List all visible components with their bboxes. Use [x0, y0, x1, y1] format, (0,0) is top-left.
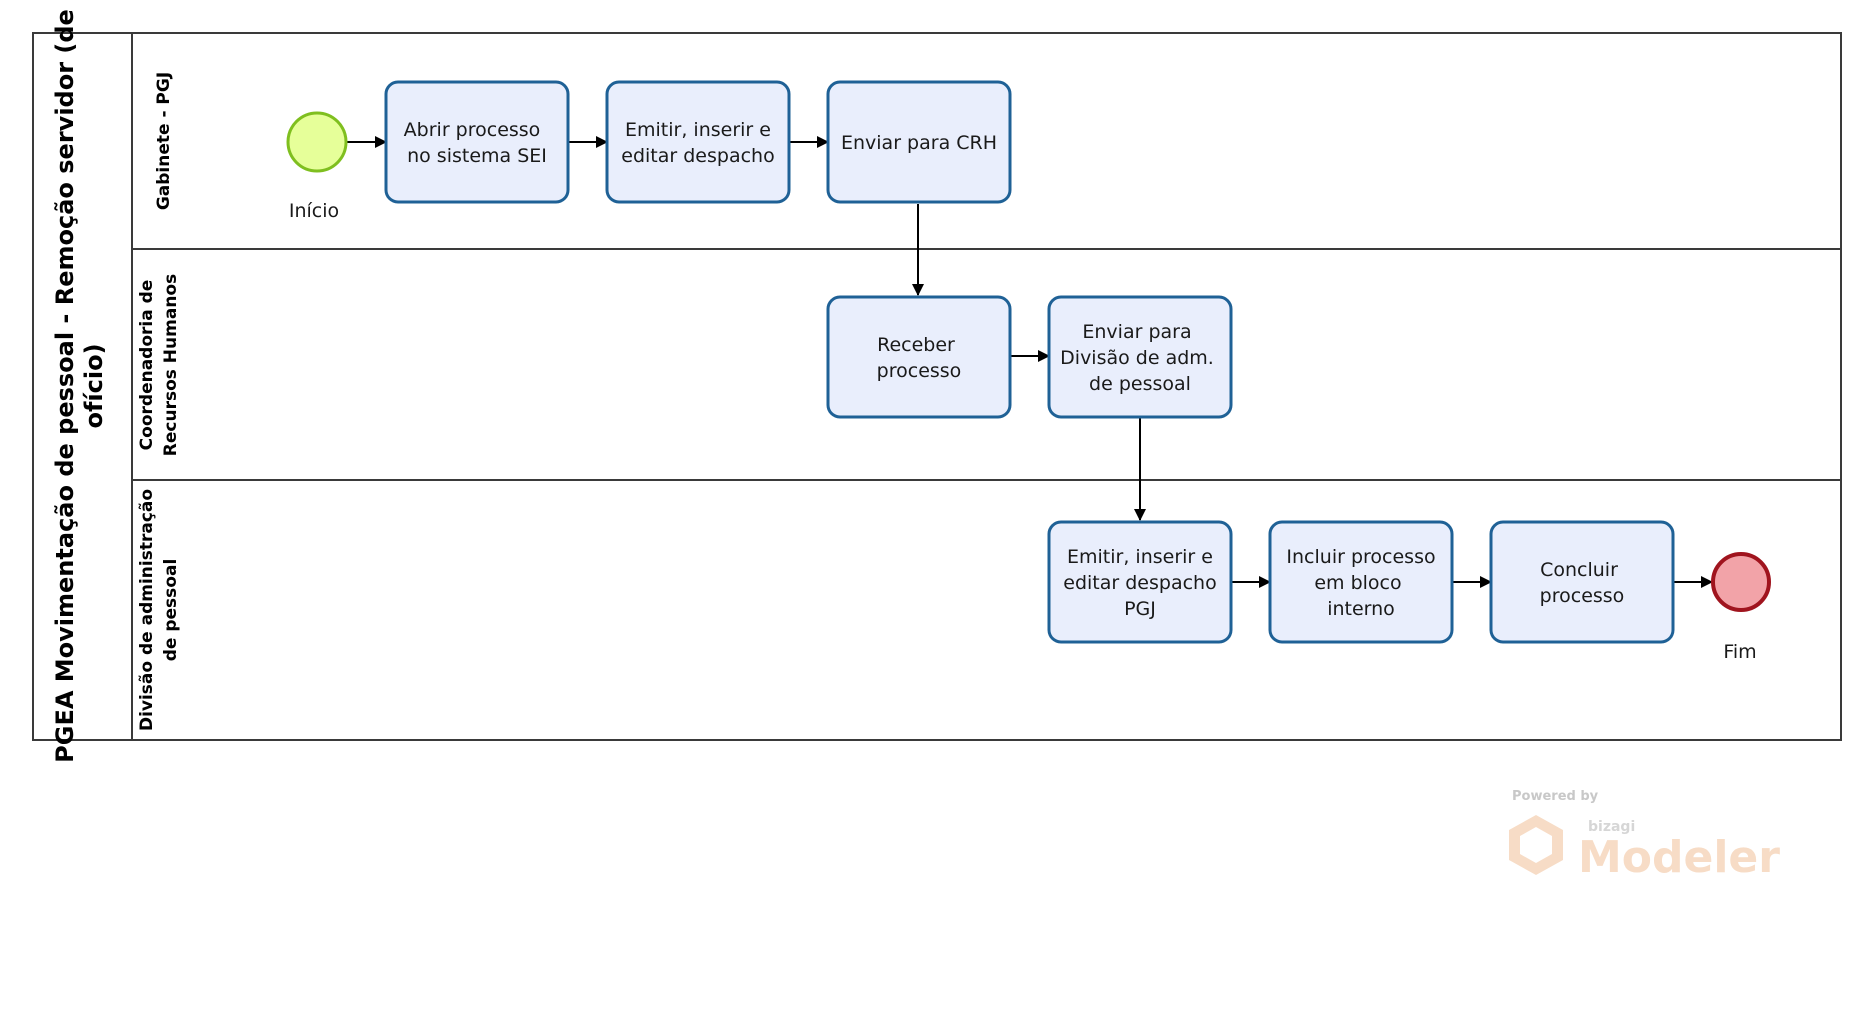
task-emitir-despacho[interactable]: Emitir, inserir e editar despacho — [605, 80, 791, 204]
start-event-label: Início — [289, 200, 339, 222]
lane-title-dap-line2: de pessoal — [161, 559, 181, 662]
pool-frame — [32, 32, 1842, 741]
task-label-line: Emitir, inserir e — [625, 119, 771, 141]
watermark-powered-by: Powered by — [1512, 789, 1599, 804]
task-label-line: interno — [1327, 598, 1395, 620]
task-concluir-processo[interactable]: Concluir processo — [1489, 520, 1675, 644]
task-label-line: Incluir processo — [1286, 546, 1435, 568]
task-emitir-despacho-pgj[interactable]: Emitir, inserir e editar despacho PGJ — [1047, 520, 1233, 644]
task-enviar-divisao[interactable]: Enviar para Divisão de adm. de pessoal — [1047, 295, 1233, 419]
end-event[interactable] — [1711, 552, 1771, 612]
task-incluir-bloco[interactable]: Incluir processo em bloco interno — [1268, 520, 1454, 644]
task-label-line: Enviar para CRH — [841, 132, 997, 154]
lane-title-gabinete: Gabinete - PGJ — [154, 72, 174, 210]
bizagi-logo-icon — [1509, 815, 1563, 875]
task-label-line: processo — [1540, 585, 1625, 607]
task-label-line: Concluir — [1540, 559, 1618, 581]
task-enviar-crh[interactable]: Enviar para CRH — [826, 80, 1012, 204]
watermark-brand: bizagi — [1588, 819, 1635, 835]
task-receber-processo[interactable]: Receber processo — [826, 295, 1012, 419]
task-label-line: de pessoal — [1089, 373, 1191, 395]
watermark-product: Modeler — [1578, 832, 1780, 883]
task-label-line: Divisão de adm. — [1060, 347, 1214, 369]
pool-title-line1: PGEA Movimentação de pessoal - Remoção s… — [51, 9, 79, 763]
pool-title-line2: ofício) — [80, 343, 108, 428]
end-event-label: Fim — [1723, 641, 1756, 663]
task-abrir-processo[interactable]: Abrir processo no sistema SEI — [384, 80, 570, 204]
task-label-line: PGJ — [1124, 598, 1156, 620]
task-label-line: Emitir, inserir e — [1067, 546, 1213, 568]
task-label-line: editar despacho — [1063, 572, 1216, 594]
task-label-line: no sistema SEI — [407, 145, 547, 167]
task-label-line: processo — [877, 360, 962, 382]
lane-title-crh-line1: Coordenadoria de — [137, 280, 157, 451]
lane-title-dap-line1: Divisão de administração — [137, 489, 157, 731]
task-label-line: em bloco — [1314, 572, 1401, 594]
start-event[interactable] — [286, 111, 348, 173]
bizagi-watermark: Powered by bizagi Modeler — [1509, 789, 1780, 883]
lane-title-crh-line2: Recursos Humanos — [161, 274, 181, 456]
task-label-line: Receber — [877, 334, 955, 356]
task-label-line: editar despacho — [621, 145, 774, 167]
sequence-flows — [347, 136, 1713, 588]
task-label-line: Abrir processo — [404, 119, 541, 141]
task-label-line: Enviar para — [1082, 321, 1191, 343]
